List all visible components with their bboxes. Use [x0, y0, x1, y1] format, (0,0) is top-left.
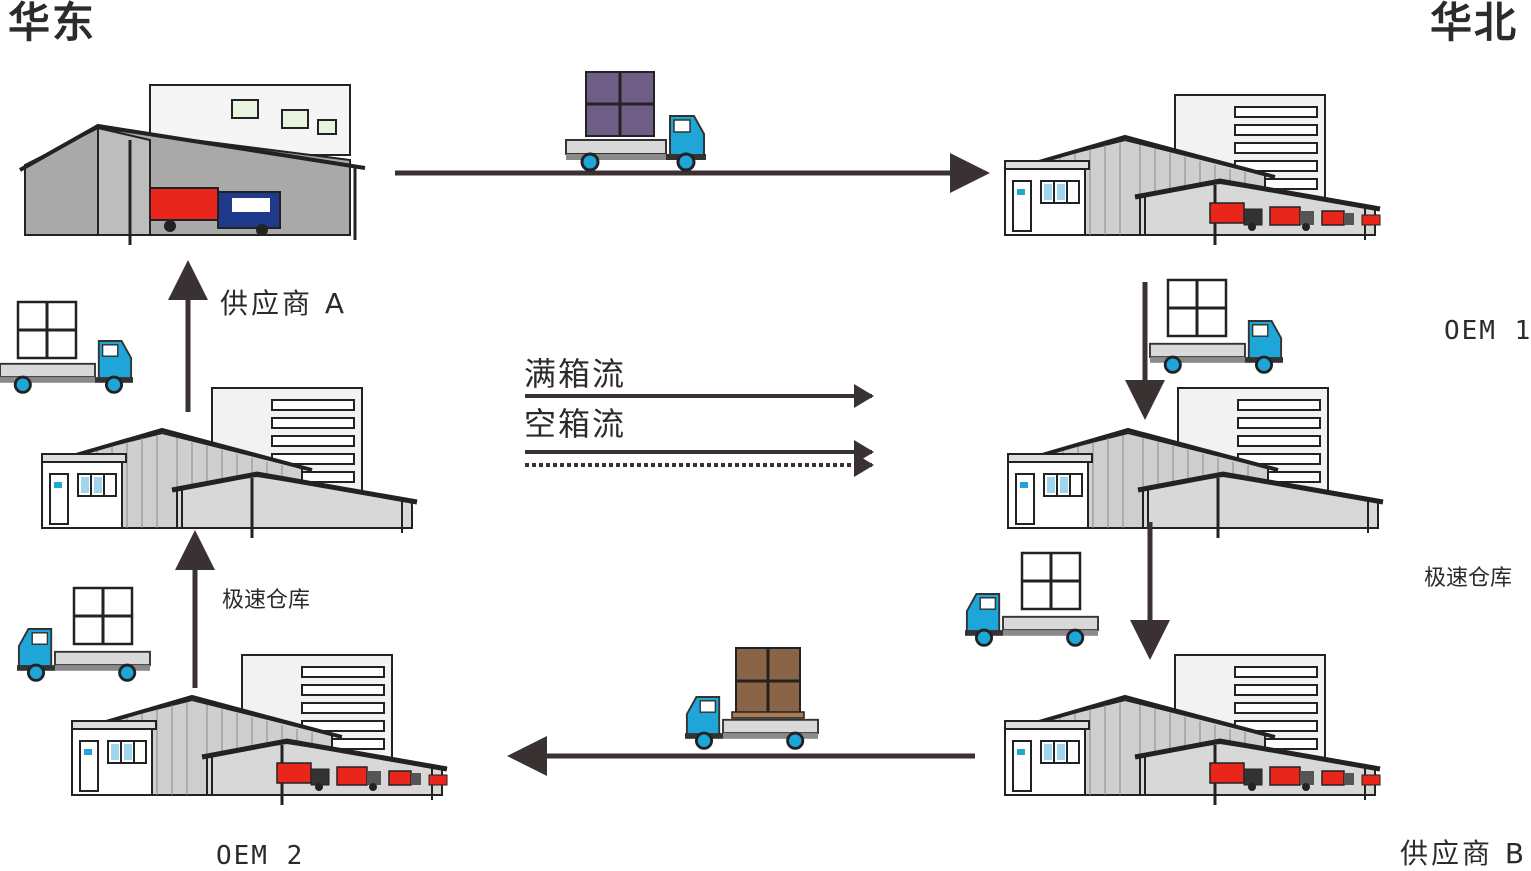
legend-empty-flow-label: 空箱流 [524, 405, 627, 443]
oem-1-warehouse-icon [1005, 95, 1380, 245]
oem-1-label: OEM 1 [1444, 316, 1531, 346]
supplier-a-factory-icon [19, 84, 366, 245]
supplier-b-warehouse-icon [1005, 655, 1380, 805]
truck-icon [1148, 278, 1285, 374]
warehouse-right-icon [1008, 388, 1383, 538]
truck-icon [0, 300, 135, 394]
truck-icon [15, 586, 152, 682]
warehouse-left-label: 极速仓库 [222, 588, 311, 613]
oem-2-label: OEM 2 [216, 841, 305, 871]
region-east-label: 华东 [8, 0, 97, 47]
supplier-b-label: 供应商 B [1400, 837, 1528, 870]
truck-icon [963, 551, 1100, 647]
region-north-label: 华北 [1430, 0, 1519, 47]
truck-icon [564, 71, 708, 172]
truck-icon [683, 647, 820, 750]
legend-full-flow-label: 满箱流 [524, 355, 627, 393]
warehouse-right-label: 极速仓库 [1424, 566, 1513, 591]
warehouse-left-icon [42, 388, 417, 538]
supplier-a-label: 供应商 A [220, 287, 348, 320]
